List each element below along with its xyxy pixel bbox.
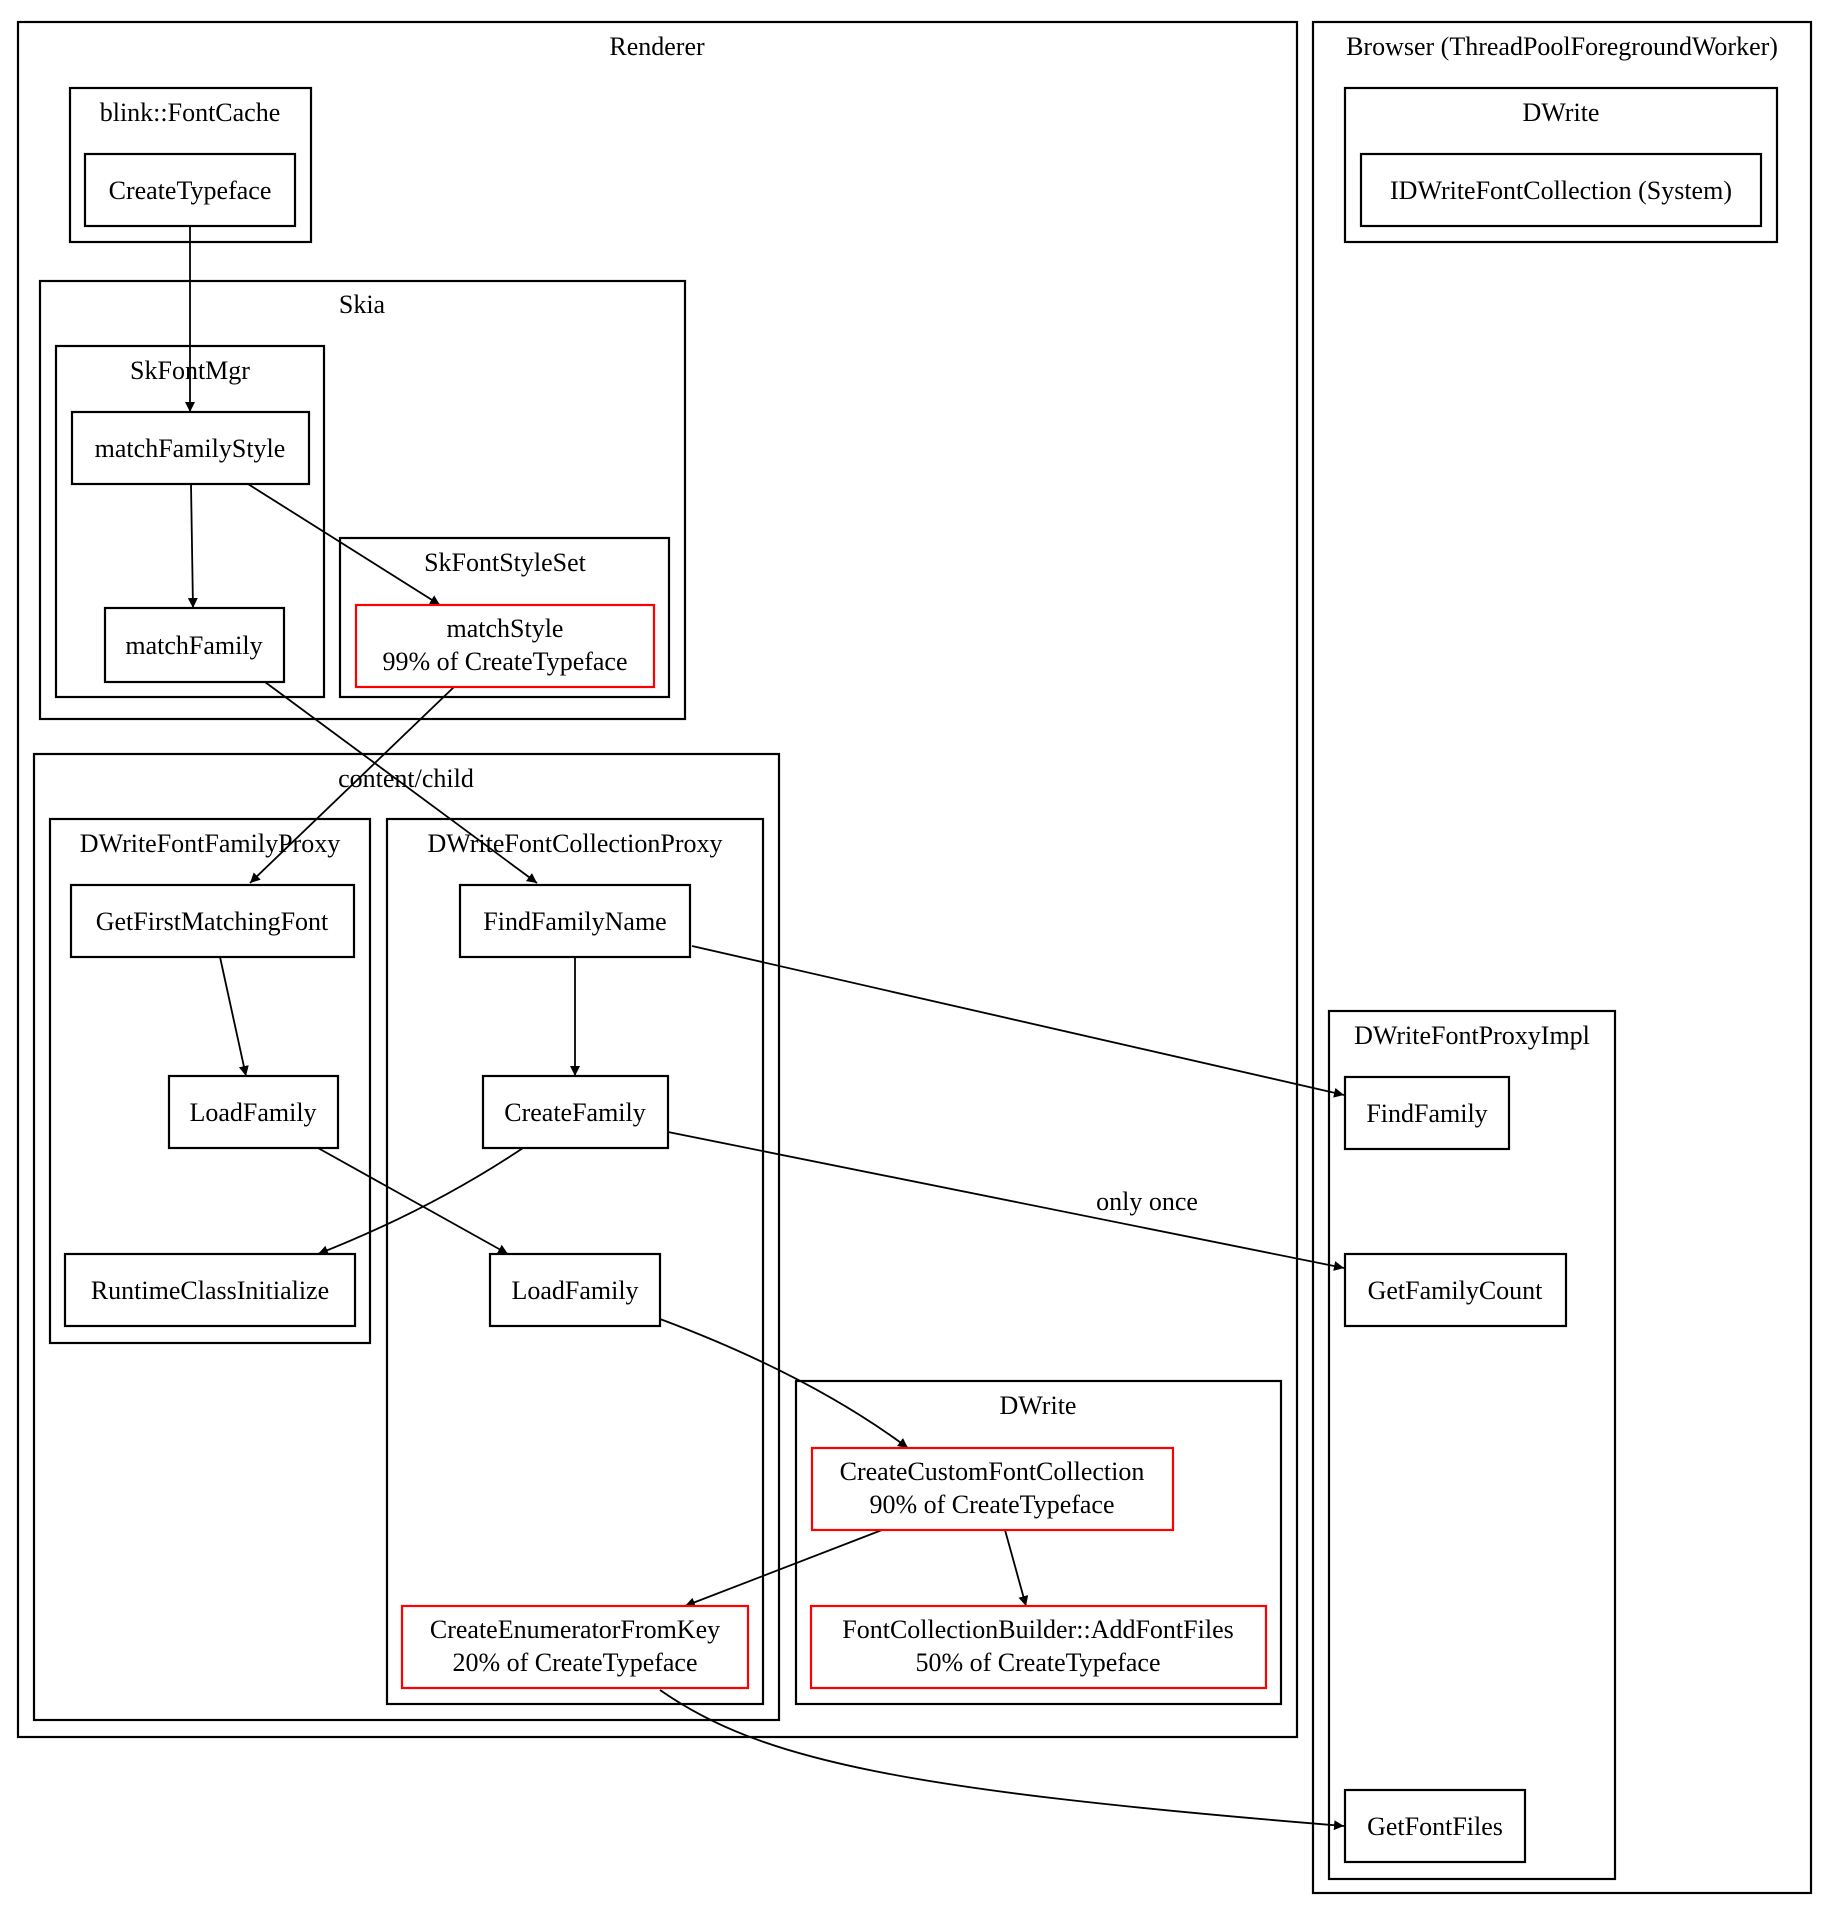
cluster-content-child-label: content/child <box>338 764 474 793</box>
node-find-family-name-label: FindFamilyName <box>483 907 666 936</box>
node-create-enumerator-from-key-label: CreateEnumeratorFromKey <box>430 1615 720 1644</box>
node-get-family-count[interactable]: GetFamilyCount <box>1343 1252 1568 1328</box>
cluster-renderer-label: Renderer <box>609 32 705 61</box>
cluster-skfontstyleset: SkFontStyleSet <box>338 536 671 699</box>
edge-createcustomfontcollection-to-addfontfiles <box>1004 1529 1029 1607</box>
node-match-style[interactable]: matchStyle 99% of CreateTypeface <box>354 603 656 689</box>
node-create-custom-font-collection-note: 90% of CreateTypeface <box>869 1490 1114 1519</box>
node-create-enumerator-from-key-note: 20% of CreateTypeface <box>452 1648 697 1677</box>
node-create-typeface[interactable]: CreateTypeface <box>83 152 297 228</box>
node-create-family-label: CreateFamily <box>504 1098 646 1127</box>
edge-getfirstmatchingfont-to-loadfamily <box>219 956 249 1077</box>
node-get-first-matching-font[interactable]: GetFirstMatchingFont <box>69 883 356 959</box>
cluster-browser-dwrite-label: DWrite <box>1523 98 1600 127</box>
cluster-dwrite-family-proxy-label: DWriteFontFamilyProxy <box>80 829 340 858</box>
cluster-dwrite-collection-proxy-label: DWriteFontCollectionProxy <box>427 829 722 858</box>
node-system-collection[interactable]: IDWriteFontCollection (System) <box>1359 152 1763 228</box>
cluster-renderer-dwrite-label: DWrite <box>1000 1391 1077 1420</box>
cluster-content-child: content/child <box>32 752 781 1722</box>
cluster-skia: Skia <box>38 279 687 721</box>
node-match-family-label: matchFamily <box>125 631 262 660</box>
node-match-family[interactable]: matchFamily <box>103 606 286 684</box>
node-match-style-label: matchStyle <box>447 614 564 643</box>
node-get-font-files-label: GetFontFiles <box>1367 1812 1503 1841</box>
node-create-typeface-label: CreateTypeface <box>109 176 272 205</box>
node-match-family-style[interactable]: matchFamilyStyle <box>70 410 311 486</box>
node-get-font-files[interactable]: GetFontFiles <box>1343 1788 1527 1864</box>
cluster-skia-label: Skia <box>339 290 386 319</box>
node-collection-load-family[interactable]: LoadFamily <box>488 1252 662 1328</box>
cluster-browser-label: Browser (ThreadPoolForegroundWorker) <box>1346 32 1778 61</box>
cluster-renderer: Renderer <box>16 20 1299 1739</box>
edge-matchfamily-to-findfamilyname <box>264 681 538 884</box>
cluster-renderer-dwrite: DWrite <box>794 1379 1283 1706</box>
node-family-load-family-label: LoadFamily <box>189 1098 316 1127</box>
node-get-family-count-label: GetFamilyCount <box>1368 1276 1544 1305</box>
cluster-skfontstyleset-label: SkFontStyleSet <box>424 548 587 577</box>
cluster-browser: Browser (ThreadPoolForegroundWorker) <box>1311 20 1813 1895</box>
edge-createfamily-to-getfamilycount <box>667 1131 1345 1271</box>
edge-createenumeratorfromkey-to-getfontfiles <box>659 1689 1345 1831</box>
node-create-custom-font-collection-label: CreateCustomFontCollection <box>840 1457 1145 1486</box>
edge-loadfamily-to-loadfamily <box>317 1147 509 1255</box>
node-add-font-files-label: FontCollectionBuilder::AddFontFiles <box>842 1615 1233 1644</box>
edge-matchfamilystyle-to-matchfamily <box>187 483 198 609</box>
node-system-collection-label: IDWriteFontCollection (System) <box>1390 176 1732 205</box>
cluster-proxy-impl-label: DWriteFontProxyImpl <box>1354 1021 1590 1050</box>
node-collection-load-family-label: LoadFamily <box>511 1276 638 1305</box>
node-create-enumerator-from-key[interactable]: CreateEnumeratorFromKey 20% of CreateTyp… <box>400 1604 750 1690</box>
node-create-custom-font-collection[interactable]: CreateCustomFontCollection 90% of Create… <box>810 1446 1175 1532</box>
node-get-first-matching-font-label: GetFirstMatchingFont <box>96 907 329 936</box>
edges: only once <box>185 226 1345 1831</box>
node-family-load-family[interactable]: LoadFamily <box>167 1074 340 1150</box>
node-add-font-files-note: 50% of CreateTypeface <box>915 1648 1160 1677</box>
edge-matchstyle-to-getfirstmatchingfont <box>249 686 455 884</box>
cluster-dwrite-family-proxy: DWriteFontFamilyProxy <box>48 817 372 1345</box>
cluster-browser-dwrite: DWrite <box>1343 86 1779 244</box>
node-find-family[interactable]: FindFamily <box>1343 1075 1511 1151</box>
node-find-family-name[interactable]: FindFamilyName <box>458 883 692 959</box>
node-match-family-style-label: matchFamilyStyle <box>95 434 286 463</box>
edge-createcustomfontcollection-to-createenumeratorfromkey <box>684 1529 883 1608</box>
cluster-dwrite-collection-proxy: DWriteFontCollectionProxy <box>385 817 765 1706</box>
node-runtime-class-initialize-label: RuntimeClassInitialize <box>91 1276 329 1305</box>
node-runtime-class-initialize[interactable]: RuntimeClassInitialize <box>63 1252 357 1328</box>
cluster-proxy-impl: DWriteFontProxyImpl <box>1327 1009 1617 1881</box>
edge-label-only-once: only once <box>1096 1187 1198 1216</box>
node-create-family[interactable]: CreateFamily <box>481 1074 670 1150</box>
node-find-family-label: FindFamily <box>1366 1099 1487 1128</box>
edge-loadfamily-to-createcustomfontcollection <box>659 1318 909 1449</box>
edge-matchfamilystyle-to-matchstyle <box>247 483 441 606</box>
node-match-style-note: 99% of CreateTypeface <box>382 647 627 676</box>
cluster-blink-fontcache-label: blink::FontCache <box>100 98 281 127</box>
edge-createfamily-to-runtimeclassinitialize <box>317 1147 524 1255</box>
node-add-font-files[interactable]: FontCollectionBuilder::AddFontFiles 50% … <box>809 1604 1268 1690</box>
edge-findfamilyname-to-findfamily <box>691 945 1345 1098</box>
